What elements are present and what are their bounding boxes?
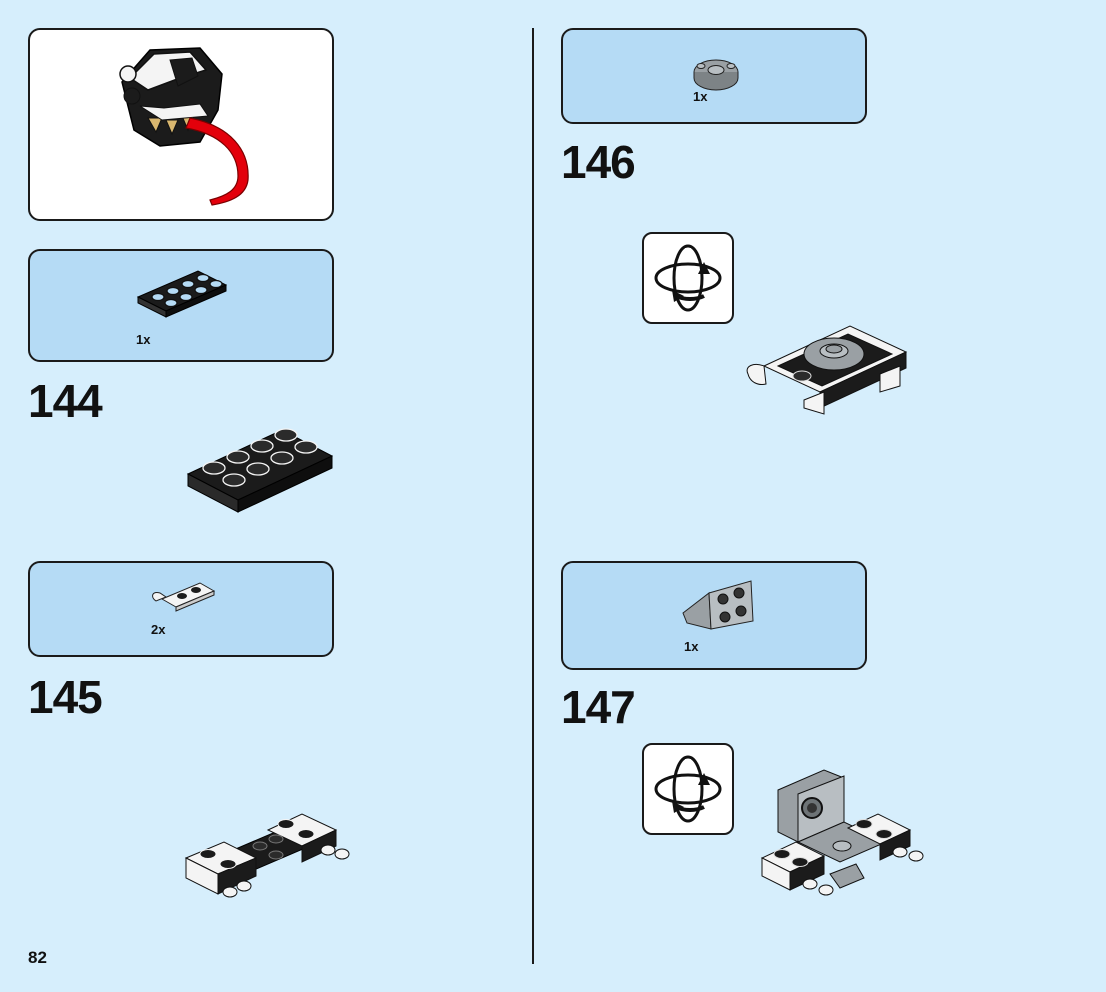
part-quantity: 1x [684, 639, 699, 654]
column-divider [532, 28, 534, 964]
part-quantity: 2x [151, 622, 166, 637]
step-number: 147 [561, 681, 636, 733]
rotate-model-icon [642, 743, 734, 835]
part-round-plate-gray-image [693, 59, 739, 91]
step-number: 145 [28, 671, 103, 723]
part-plate-clip-white-image [152, 582, 216, 612]
parts-callout-145: 2x [28, 561, 334, 657]
step-144-assembly-image [186, 428, 334, 513]
step-146-assembly-image [746, 325, 908, 415]
step-number: 146 [561, 136, 636, 188]
step-145-assembly-image [184, 813, 350, 898]
part-bracket-gray-image [682, 580, 754, 630]
step-number: 144 [28, 375, 103, 427]
part-quantity: 1x [136, 332, 151, 347]
parts-callout-144: 1x [28, 249, 334, 362]
rotate-model-icon [642, 232, 734, 324]
dragon-head-assembly-image [119, 47, 249, 206]
parts-callout-146: 1x [561, 28, 867, 124]
part-plate-2x4-black-image [136, 270, 228, 318]
part-quantity: 1x [693, 89, 708, 104]
page-number: 82 [28, 948, 47, 967]
step-147-assembly-image [760, 769, 924, 896]
parts-callout-147: 1x [561, 561, 867, 670]
subassembly-preview-callout [28, 28, 334, 221]
